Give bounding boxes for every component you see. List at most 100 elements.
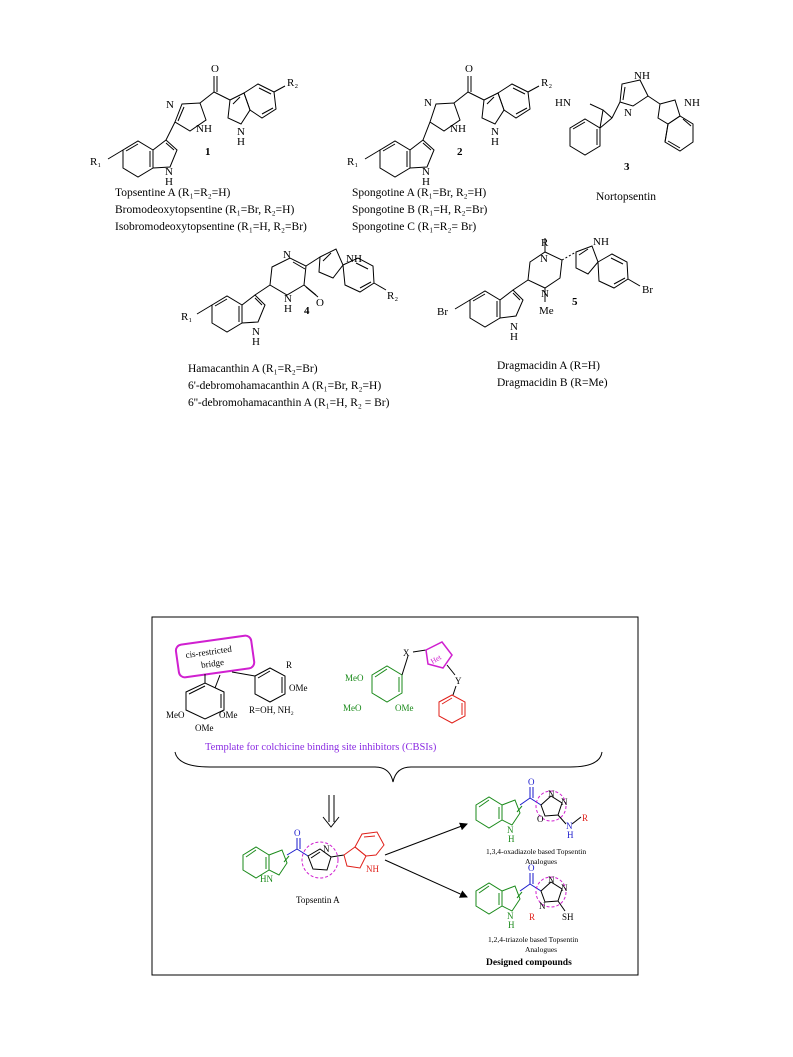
oxa-carbonyl-o: O [528, 777, 535, 787]
topsentin-nh: NH [366, 864, 379, 874]
c5-piperazine-n-bottom: N [541, 288, 549, 300]
oxa-indole-h: H [508, 834, 515, 844]
c5-indole-n: N [510, 321, 518, 333]
c2-imidazoline-n: N [424, 97, 432, 109]
oxadiazole-atoms: O N N O N H R N H 1,3,4-oxadiazole based… [486, 777, 588, 866]
c4-r2: R₂ [387, 290, 398, 302]
c2-number: 2 [457, 146, 463, 158]
tri-carbonyl-o: O [528, 863, 535, 873]
compound-5-atoms: R N NH Br Br N Me N H 5 [437, 236, 653, 343]
oxa-n2: N [561, 797, 568, 807]
right-x-label: X [403, 648, 410, 658]
oxa-label-2: Analogues [525, 857, 557, 866]
c4-pyrazine-n: N [283, 249, 291, 261]
c2-oxygen: O [465, 63, 473, 75]
c4-indole-n: N [252, 326, 260, 338]
c5-br-left: Br [437, 306, 448, 318]
compound-4 [196, 248, 387, 333]
oxadiazole-analogue [475, 787, 582, 829]
tri-label-1: 1,2,4-triazole based Topsentin [488, 935, 578, 944]
compound-2-atoms: O N NH R₁ R₂ N H N H 2 [347, 63, 552, 188]
topsentin-oxygen: O [294, 828, 301, 838]
oxa-r: R [582, 813, 588, 823]
oxa-amine-n: N [566, 821, 573, 831]
c5-caption-2: Dragmacidin B (R=Me) [497, 377, 608, 389]
het-ring [401, 641, 466, 724]
c2-caption-2: Spongotine B (R₁=H, R₂=Br) [352, 204, 488, 216]
c4-caption-2: 6'-debromohamacanthin A (R₁=Br, R₂=H) [188, 380, 381, 392]
figure2-frame [151, 616, 639, 976]
c2-r1: R₁ [347, 156, 358, 168]
compound-2-captions: Spongotine A (R₁=Br, R₂=H) Spongotine B … [352, 187, 488, 233]
tri-label-2: Analogues [525, 945, 557, 954]
c1-r2: R₂ [287, 77, 298, 89]
c3-hn: HN [555, 97, 571, 109]
tri-n2: N [561, 883, 568, 893]
right-meo1-label: MeO [345, 673, 364, 683]
cis-bridge-label-1: cis-restricted [185, 644, 233, 660]
c2-caption-3: Spongotine C (R₁=R₂= Br) [352, 221, 476, 233]
left-ome3-label: OMe [195, 723, 214, 733]
c1-indole-n: N [165, 166, 173, 178]
c2-right-n: N [491, 126, 499, 138]
c1-caption-2: Bromodeoxytopsentine (R₁=Br, R₂=H) [115, 204, 294, 216]
designed-compounds-label: Designed compounds [486, 958, 572, 968]
compound-4-captions: Hamacanthin A (R₁=R₂=Br) 6'-debromohamac… [188, 363, 390, 409]
c2-indole-h: H [422, 176, 430, 188]
left-scaffold [185, 667, 286, 720]
right-scaffold [371, 665, 403, 703]
topsentin-hn: HN [260, 874, 273, 884]
tri-n3: N [539, 901, 546, 911]
compound-5 [454, 238, 641, 328]
cis-bridge-box [174, 634, 256, 679]
oxa-indole-n: N [507, 825, 514, 835]
compound-1-atoms: O N NH R₁ R₂ N H N H 1 [90, 63, 298, 188]
c4-amide-h: H [284, 303, 292, 315]
right-meo2-label: MeO [343, 703, 362, 713]
compound-3 [569, 79, 694, 156]
c3-imidazole-n: N [624, 107, 632, 119]
compound-1 [107, 76, 286, 178]
template-brace [174, 751, 603, 783]
template-caption: Template for colchicine binding site inh… [205, 742, 437, 753]
het-label: Het [429, 652, 444, 666]
topsentin-a [242, 831, 385, 879]
c1-indole-h: H [165, 176, 173, 188]
c4-amide-n: N [284, 293, 292, 305]
tri-n1: N [548, 875, 555, 885]
c5-piperazine-n-top: N [540, 253, 548, 265]
compound-3-atoms: HN NH N NH 3 [555, 70, 700, 173]
left-ome2-label: OMe [219, 710, 238, 720]
left-r-label: R [286, 660, 292, 670]
triazole-atoms: O N N N R SH N H 1,2,4-triazole based To… [486, 863, 578, 968]
c1-caption-3: Isobromodeoxytopsentine (R₁=H, R₂=Br) [115, 221, 307, 233]
c5-r: R [541, 237, 549, 249]
c4-caption-1: Hamacanthin A (R₁=R₂=Br) [188, 363, 318, 375]
c4-indole-h: H [252, 336, 260, 348]
c1-caption-1: Topsentine A (R₁=R₂=H) [115, 187, 231, 199]
c1-imidazole-nh: NH [196, 123, 212, 135]
c2-imidazoline-nh: NH [450, 123, 466, 135]
tri-indole-n: N [507, 911, 514, 921]
topsentin-a-atoms: O HN N NH Topsentin A [260, 828, 379, 905]
tri-r: R [529, 912, 535, 922]
oxa-n1: N [548, 789, 555, 799]
c2-right-h: H [491, 136, 499, 148]
c4-r1: R₁ [181, 311, 192, 323]
c1-oxygen: O [211, 63, 219, 75]
c2-r2: R₂ [541, 77, 552, 89]
tri-sh: SH [562, 912, 574, 922]
c3-right-nh: NH [684, 97, 700, 109]
compound-1-captions: Topsentine A (R₁=R₂=H) Bromodeoxytopsent… [115, 187, 307, 233]
c1-right-h: H [237, 136, 245, 148]
right-ome-label: OMe [395, 703, 414, 713]
left-meo-label: MeO [166, 710, 185, 720]
left-ome-label: OMe [289, 683, 308, 693]
c3-number: 3 [624, 161, 630, 173]
oxa-amine-h: H [567, 830, 574, 840]
c4-caption-3: 6''-debromohamacanthin A (R₁=H, R₂ = Br) [188, 397, 390, 409]
c5-br-right: Br [642, 284, 653, 296]
c4-number: 4 [304, 305, 310, 317]
cis-bridge-label-2: bridge [200, 657, 224, 670]
c2-indole-n: N [422, 166, 430, 178]
